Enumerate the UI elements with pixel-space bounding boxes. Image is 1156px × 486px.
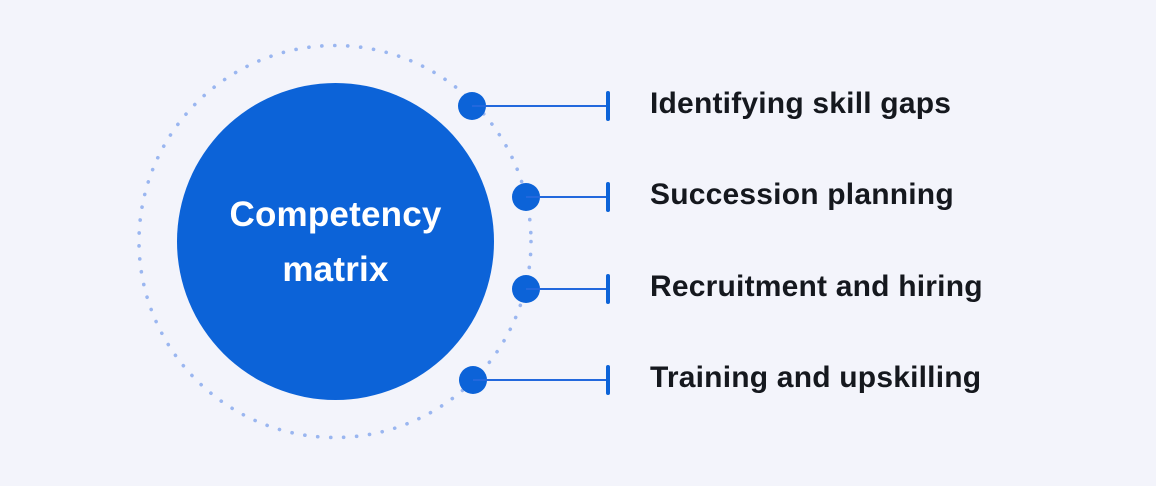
connector-line [472, 105, 608, 107]
item-label: Recruitment and hiring [650, 269, 983, 303]
connector-end-bar [606, 182, 610, 212]
item-label: Succession planning [650, 177, 954, 211]
connector-line [526, 288, 608, 290]
item-label: Training and upskilling [650, 360, 982, 394]
connector-line [473, 379, 608, 381]
connector-end-bar [606, 365, 610, 395]
central-circle-title-line2: matrix [282, 249, 389, 289]
connector-line [526, 196, 608, 198]
item-label: Identifying skill gaps [650, 86, 952, 120]
central-circle-title-line1: Competency [229, 194, 442, 234]
connector-end-bar [606, 91, 610, 121]
central-circle: Competency matrix [177, 83, 494, 400]
connector-end-bar [606, 274, 610, 304]
